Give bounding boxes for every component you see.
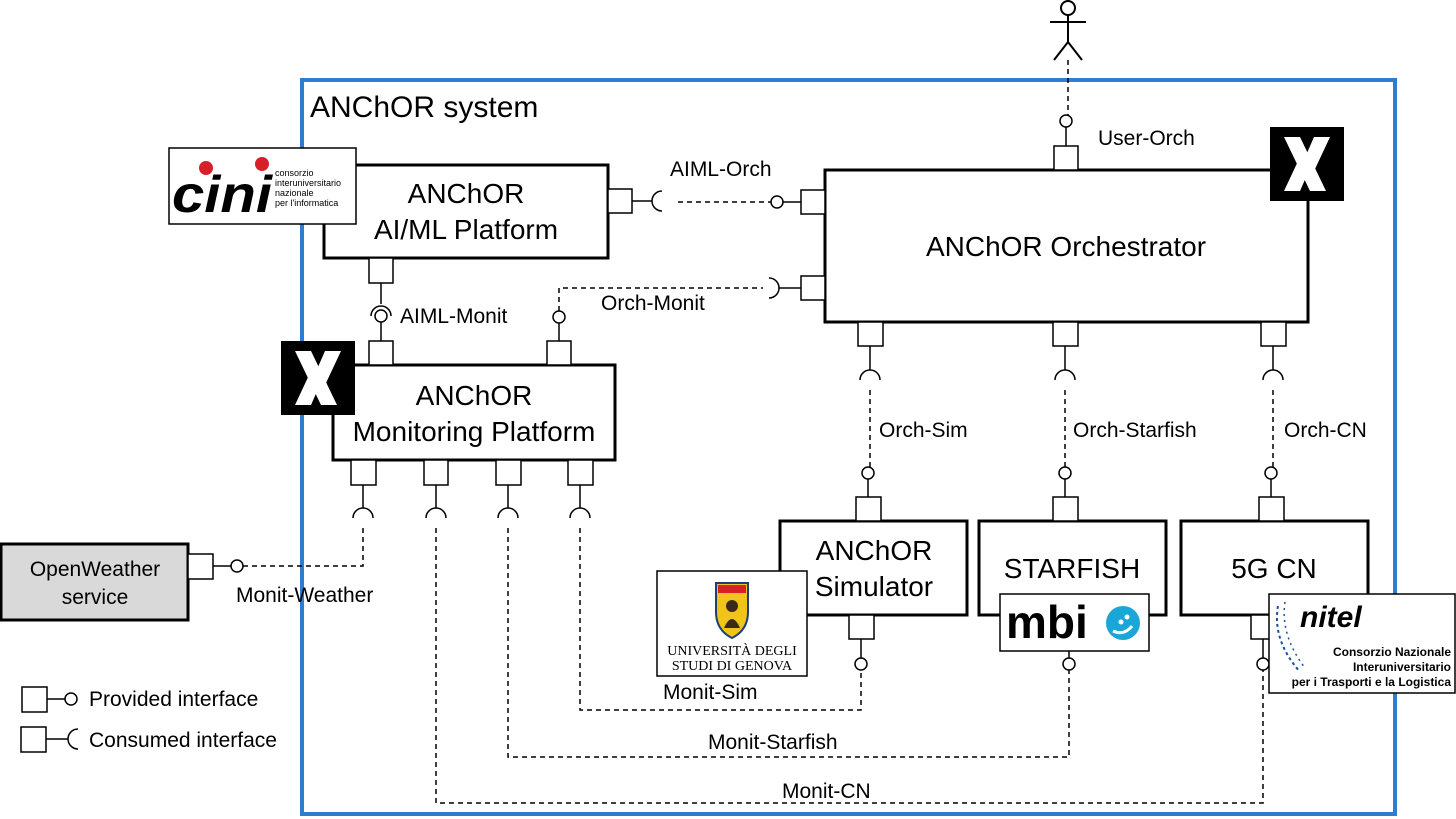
cini-logo-text-3: nazionale	[275, 188, 314, 198]
nitel-logo-mark: nitel	[1300, 601, 1362, 634]
monitoring-platform-title: ANChOR	[416, 380, 533, 411]
openweather-title: OpenWeather	[30, 558, 160, 581]
system-title: ANChOR system	[310, 91, 538, 124]
label-monit-sim: Monit-Sim	[663, 681, 758, 704]
orchestrator-title: ANChOR Orchestrator	[926, 231, 1206, 262]
cini-logo-text-2: interuniversitario	[275, 178, 341, 188]
label-user-orch: User-Orch	[1098, 127, 1195, 150]
simulator-subtitle: Simulator	[815, 571, 933, 602]
openweather-component[interactable]: OpenWeather service	[0, 542, 190, 622]
unige-logo-text-1: UNIVERSITÀ DEGLI	[667, 642, 797, 659]
monitoring-platform-subtitle: Monitoring Platform	[353, 416, 596, 447]
nitel-logo-text-2: Interuniversitario	[1353, 660, 1451, 674]
nitel-logo-text-3: per i Trasporti e la Logistica	[1292, 675, 1452, 689]
anchor-system-boundary	[300, 78, 1397, 816]
unige-crest-icon	[715, 582, 749, 640]
interface-connectors	[213, 114, 1284, 671]
nitel-logo-text-1: Consorzio Nazionale	[1333, 645, 1451, 659]
monitoring-platform-component[interactable]: ANChOR Monitoring Platform	[331, 363, 617, 462]
mbi-logo: mbi	[999, 593, 1150, 652]
label-aiml-monit: AIML-Monit	[400, 305, 508, 328]
user-actor-icon	[1050, 0, 1086, 61]
unige-logo-text-2: STUDI DI GENOVA	[672, 659, 793, 674]
cini-logo-text-1: consorzio	[275, 168, 314, 178]
nitel-logo: nitel Consorzio Nazionale Interuniversit…	[1268, 593, 1456, 694]
legend: Provided interface Consumed interface	[20, 686, 277, 753]
unige-logo: UNIVERSITÀ DEGLI STUDI DI GENOVA	[656, 570, 808, 677]
x-logo-icon-orchestrator	[1270, 127, 1344, 201]
label-monit-weather: Monit-Weather	[236, 584, 373, 607]
aiml-platform-component[interactable]: ANChOR AI/ML Platform	[322, 163, 610, 260]
label-monit-starfish: Monit-Starfish	[708, 731, 838, 754]
aiml-platform-subtitle: AI/ML Platform	[374, 214, 558, 245]
label-orch-sim: Orch-Sim	[879, 419, 968, 442]
aiml-platform-title: ANChOR	[408, 178, 525, 209]
legend-consumed-symbol	[20, 726, 79, 753]
orchestrator-component[interactable]: ANChOR Orchestrator	[823, 168, 1310, 324]
dashed-links	[243, 60, 1274, 804]
cini-logo-text-4: per l'informatica	[275, 198, 338, 208]
simulator-title: ANChOR	[816, 535, 933, 566]
label-monit-cn: Monit-CN	[782, 780, 871, 803]
mbi-logo-text: mbi	[1006, 596, 1088, 648]
cini-logo: cini consorzio interuniversitario nazion…	[168, 147, 357, 225]
legend-provided-symbol	[21, 686, 78, 713]
legend-provided-label: Provided interface	[89, 688, 258, 711]
5g-cn-title: 5G CN	[1231, 553, 1317, 584]
legend-consumed-label: Consumed interface	[89, 729, 277, 752]
starfish-title: STARFISH	[1004, 553, 1140, 584]
cini-logo-mark: cini	[172, 166, 274, 224]
label-orch-monit: Orch-Monit	[601, 292, 705, 315]
x-logo-icon-monitoring	[281, 341, 355, 415]
simulator-component[interactable]: ANChOR Simulator	[778, 519, 969, 617]
openweather-subtitle: service	[62, 586, 129, 609]
label-orch-starfish: Orch-Starfish	[1073, 419, 1197, 442]
label-orch-cn: Orch-CN	[1284, 419, 1367, 442]
label-aiml-orch: AIML-Orch	[670, 158, 772, 181]
